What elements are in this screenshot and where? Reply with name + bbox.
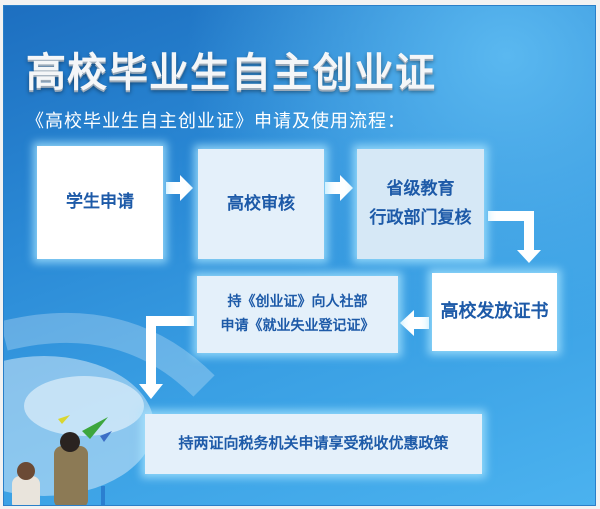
step-label: 行政部门复核	[369, 208, 472, 228]
arrow-right-icon	[325, 175, 353, 201]
person-figure	[54, 446, 88, 505]
step-label: 申请《就业失业登记证》	[220, 317, 375, 334]
page-title: 高校毕业生自主创业证	[26, 50, 436, 96]
flowchart-panel: 高校毕业生自主创业证 《高校毕业生自主创业证》申请及使用流程： 学生申请 高校审…	[3, 5, 596, 506]
paper-plane-icon	[100, 431, 112, 442]
step-label: 省级教育	[386, 179, 455, 200]
step-apply-employment-certificate: 持《创业证》向人社部 申请《就业失业登记证》	[197, 276, 398, 353]
flow-arrows	[139, 175, 541, 399]
step-label: 学生申请	[66, 192, 134, 213]
arrow-right-icon	[166, 175, 193, 201]
step-label: 持两证向税务机关申请享受税收优惠政策	[178, 434, 449, 453]
step-label: 高校审核	[227, 193, 295, 214]
step-label: 持《创业证》向人社部	[227, 293, 368, 310]
arrow-elbow-down-icon	[139, 316, 194, 399]
step-tax-preference: 持两证向税务机关申请享受税收优惠政策	[145, 414, 482, 474]
arrow-elbow-down-icon	[488, 211, 541, 263]
paper-plane-icon	[58, 415, 70, 424]
arrow-left-icon	[400, 310, 429, 336]
step-issue-certificate: 高校发放证书	[432, 273, 557, 351]
page-subtitle: 《高校毕业生自主创业证》申请及使用流程：	[26, 111, 406, 132]
step-college-review: 高校审核	[198, 149, 324, 259]
step-student-apply: 学生申请	[37, 146, 163, 259]
illustration-graduates	[4, 312, 215, 505]
step-label: 高校发放证书	[440, 300, 549, 322]
step-provincial-recheck: 省级教育 行政部门复核	[357, 149, 484, 259]
paper-plane-icon	[82, 417, 108, 439]
